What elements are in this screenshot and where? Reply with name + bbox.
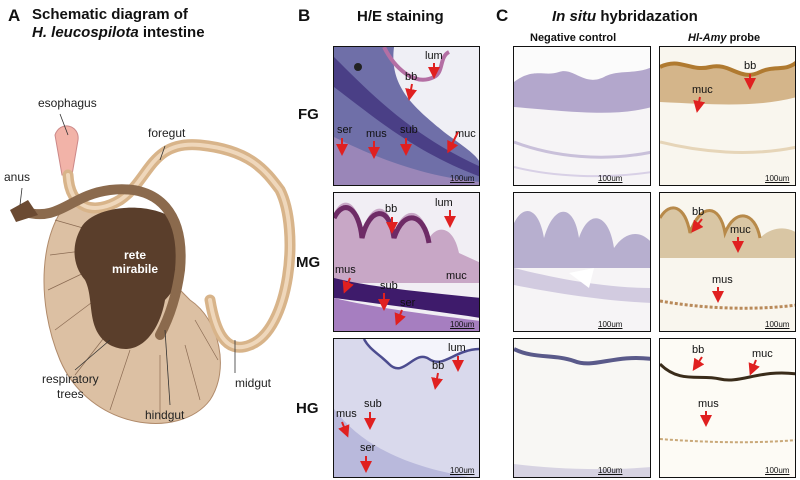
anus: [10, 200, 38, 222]
ann-mg-muc: muc: [446, 270, 467, 282]
label-rete-line1: rete: [124, 248, 147, 262]
ann-mg-bb: bb: [385, 203, 398, 215]
panel-c-title: In situ hybridazation: [552, 8, 698, 26]
label-resp-line2: trees: [57, 387, 84, 401]
scale-he-fg: 100um: [450, 174, 475, 183]
ann-hg-lum: lum: [448, 342, 466, 354]
label-rete-line2: mirabile: [112, 262, 159, 276]
ann-c-mg-mus: mus: [712, 274, 733, 286]
col-header-probe: Hl-Amy probe: [688, 32, 760, 44]
ann-fg-sub: sub: [400, 124, 418, 136]
esophagus: [54, 125, 79, 176]
ann-hg-bb: bb: [432, 360, 445, 372]
label-rete: rete mirabile: [112, 248, 158, 276]
label-anus: anus: [4, 170, 31, 184]
leader-lines: [19, 113, 236, 406]
row-label-mg: MG: [296, 254, 321, 271]
title-hybrid: hybridazation: [596, 8, 698, 25]
intestine-schematic: [10, 113, 296, 424]
ann-fg-ser: ser: [337, 124, 353, 136]
label-foregut: foregut: [148, 126, 186, 140]
scale-probe-mg: 100um: [765, 320, 790, 329]
col-header-negative: Negative control: [530, 32, 617, 44]
ann-c-mg-muc: muc: [730, 224, 751, 236]
hindgut: [20, 184, 186, 340]
label-respiratory-trees: respiratory trees: [42, 372, 99, 402]
panel-a-title-line1: Schematic diagram of: [32, 6, 188, 23]
row-label-fg: FG: [298, 106, 319, 123]
ann-fg-mus: mus: [366, 128, 387, 140]
ann-c-fg-muc: muc: [692, 84, 713, 96]
panel-a-title-line2: H. leucospilota intestine: [32, 24, 205, 42]
scale-probe-fg: 100um: [765, 174, 790, 183]
ann-hg-sub: sub: [364, 398, 382, 410]
species-name: H. leucospilota: [32, 24, 139, 41]
ish-negative-mg: [513, 192, 651, 332]
arrow-set: [336, 63, 760, 473]
ann-fg-bb: bb: [405, 71, 418, 83]
ish-negative-hg: [513, 338, 651, 478]
panel-a-letter: A: [8, 6, 21, 25]
panel-b-title: H/E staining: [357, 8, 444, 25]
ann-c-hg-muc: muc: [752, 348, 773, 360]
scale-he-mg: 100um: [450, 320, 475, 329]
ann-hg-ser: ser: [360, 442, 376, 454]
probe-name: Hl-Amy: [688, 32, 727, 44]
he-image-fg: [333, 46, 480, 186]
ann-mg-lum: lum: [435, 197, 453, 209]
label-hindgut: hindgut: [145, 408, 185, 422]
ann-mg-mus: mus: [335, 264, 356, 276]
label-esophagus: esophagus: [38, 96, 97, 110]
title-in-situ: In situ: [552, 8, 597, 25]
ish-probe-mg: [659, 192, 796, 332]
ish-probe-hg: [659, 338, 796, 478]
ann-c-mg-bb: bb: [692, 206, 705, 218]
ish-negative-fg: [513, 46, 651, 186]
row-label-hg: HG: [296, 400, 319, 417]
panel-c-letter: C: [496, 6, 509, 25]
ann-c-hg-mus: mus: [698, 398, 719, 410]
ann-c-fg-bb: bb: [744, 60, 757, 72]
scale-neg-mg: 100um: [598, 320, 623, 329]
ish-probe-fg: [659, 46, 796, 186]
scale-neg-fg: 100um: [598, 174, 623, 183]
scale-probe-hg: 100um: [765, 466, 790, 475]
ann-mg-ser: ser: [400, 297, 416, 309]
ann-c-hg-bb: bb: [692, 344, 705, 356]
panel-b-letter: B: [298, 6, 311, 25]
scale-he-hg: 100um: [450, 466, 475, 475]
probe-rest: probe: [726, 32, 761, 44]
scale-neg-hg: 100um: [598, 466, 623, 475]
label-resp-line1: respiratory: [42, 372, 99, 386]
he-image-mg: [333, 192, 480, 332]
rete-mirabile: [74, 207, 184, 349]
ann-fg-muc: muc: [455, 128, 476, 140]
panel-a-title: Schematic diagram of H. leucospilota int…: [32, 6, 205, 42]
label-midgut: midgut: [235, 376, 272, 390]
ann-fg-lum: lum: [425, 50, 443, 62]
title-rest: intestine: [138, 24, 205, 41]
ann-hg-mus: mus: [336, 408, 357, 420]
ann-mg-sub: sub: [380, 280, 398, 292]
